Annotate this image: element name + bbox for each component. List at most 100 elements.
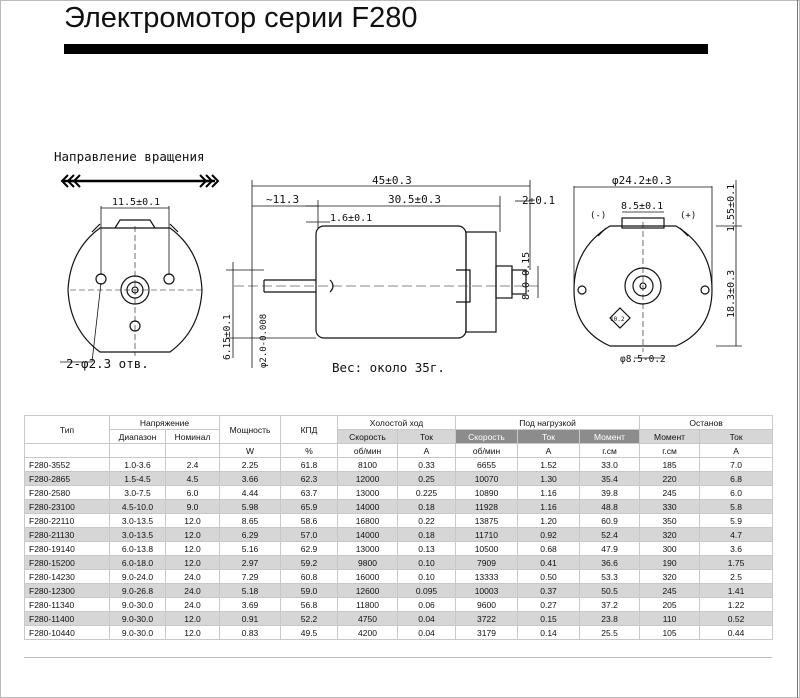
table-cell: 0.15 [517,611,581,626]
table-cell: 61.8 [280,457,339,472]
table-cell: 5.8 [699,499,774,514]
table-cell: 6.0-18.0 [109,555,166,570]
table-cell: 3.0-7.5 [109,485,166,500]
table-cell: 0.68 [517,541,581,556]
table-cell: 4.5 [164,471,221,486]
dim-30-5: 30.5±0.3 [388,193,441,206]
table-cell: 10500 [455,541,519,556]
unit-stall-torque: г.см [639,443,701,458]
table-cell: 6.0-13.8 [109,541,166,556]
table-cell: 0.18 [397,527,457,542]
table-cell: 25.5 [579,625,641,640]
table-cell: 245 [639,485,701,500]
title-underline [64,44,708,54]
table-cell: 350 [639,513,701,528]
table-cell: 0.27 [517,597,581,612]
table-cell: 0.44 [699,625,774,640]
weight-label: Вес: около 35г. [332,360,445,375]
header-load: Под нагрузкой [455,415,641,430]
table-cell: 16000 [337,569,399,584]
table-cell: 1.30 [517,471,581,486]
dim-1-6: 1.6±0.1 [330,213,372,224]
header-load-current: Ток [517,429,581,444]
table-cell: 3722 [455,611,519,626]
unit-load-torque: г.см [579,443,641,458]
table-cell: 56.8 [280,597,339,612]
header-efficiency: КПД [280,415,339,444]
table-cell: 9.0-26.8 [109,583,166,598]
table-cell: 13000 [337,485,399,500]
table-cell: 13000 [337,541,399,556]
unit-range [109,443,166,458]
table-cell: 5.16 [219,541,282,556]
table-cell: 63.7 [280,485,339,500]
dim-1-55: 1.55±0.1 [726,184,737,232]
table-cell: 24.0 [164,569,221,584]
rotation-arrow-icon [60,174,220,188]
unit-nominal [164,443,221,458]
table-cell: 3179 [455,625,519,640]
minus-terminal-label: (-) [590,211,606,221]
header-type: Тип [24,415,110,444]
dim-8-0: 8.0-0.15 [521,252,532,300]
table-cell: 300 [639,541,701,556]
table-cell: 49.5 [280,625,339,640]
dim-6-15: 6.15±0.1 [222,314,233,360]
table-cell: 11928 [455,499,519,514]
table-cell: 11800 [337,597,399,612]
unit-noload-current: A [397,443,457,458]
table-cell-model: F280-23100 [24,499,110,514]
table-cell: 1.20 [517,513,581,528]
header-load-torque: Момент [579,429,641,444]
table-cell: 2.5 [699,569,774,584]
table-cell: 0.095 [397,583,457,598]
table-cell: 245 [639,583,701,598]
header-noload-speed: Скорость [337,429,399,444]
table-cell: 3.0-13.5 [109,527,166,542]
table-cell: 6.0 [164,485,221,500]
table-cell: 1.16 [517,499,581,514]
table-cell: 1.41 [699,583,774,598]
table-cell: 10003 [455,583,519,598]
table-cell: 9600 [455,597,519,612]
table-cell-model: F280-3552 [24,457,110,472]
table-cell-model: F280-2580 [24,485,110,500]
table-cell: 7.29 [219,569,282,584]
header-stall: Останов [639,415,774,430]
header-no-load: Холостой ход [337,415,457,430]
table-cell-model: F280-22110 [24,513,110,528]
header-load-speed: Скорость [455,429,519,444]
table-cell: 0.33 [397,457,457,472]
holes-label: 2-φ2.3 отв. [66,356,149,371]
table-cell: 5.9 [699,513,774,528]
header-voltage: Напряжение [108,415,221,430]
table-cell: 0.225 [397,485,457,500]
table-cell: 12.0 [164,513,221,528]
table-cell: 3.69 [219,597,282,612]
table-cell: 0.37 [517,583,581,598]
dim-2-0: φ2.0-0.008 [259,314,269,368]
table-cell: 0.06 [397,597,457,612]
table-cell: 1.0-3.6 [109,457,166,472]
header-power: Мощность [219,415,282,444]
table-cell: 62.9 [280,541,339,556]
dim-8-5b: φ8.5-0.2 [620,354,666,365]
unit-load-current: A [517,443,581,458]
header-noload-current: Ток [397,429,457,444]
dim-11-5: 11.5±0.1 [112,197,160,208]
table-cell: 1.75 [699,555,774,570]
table-cell: 2.4 [164,457,221,472]
table-cell: 9.0-30.0 [109,611,166,626]
table-cell: 7909 [455,555,519,570]
header-nominal: Номинал [164,429,221,444]
table-cell: 0.04 [397,625,457,640]
table-cell: 0.41 [517,555,581,570]
table-cell: 6655 [455,457,519,472]
